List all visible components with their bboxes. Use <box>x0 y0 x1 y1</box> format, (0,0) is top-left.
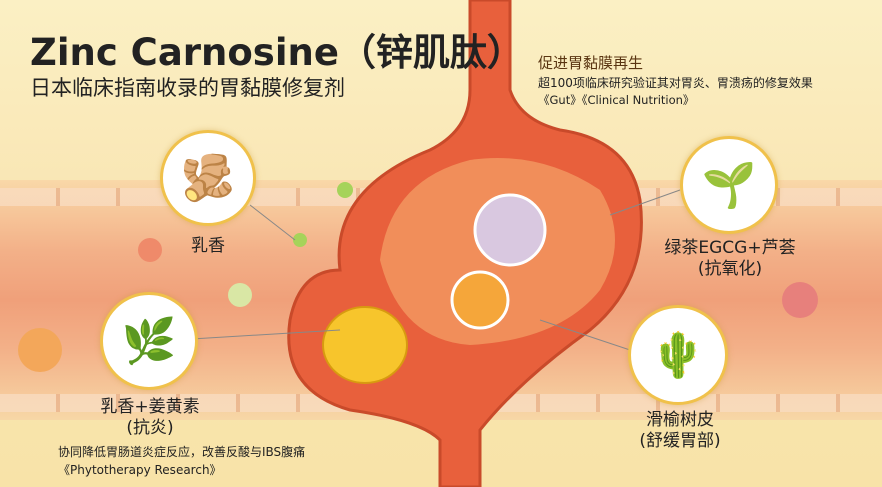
page-title: Zinc Carnosine（锌肌肽） <box>30 31 524 74</box>
aloe-icon: 🌵 <box>628 305 728 405</box>
benefit-refs: 《Gut》《Clinical Nutrition》 <box>538 93 695 107</box>
page-subtitle: 日本临床指南收录的胃黏膜修复剂 <box>30 76 345 100</box>
green-tea-icon: 🌱 <box>680 136 778 234</box>
ingredient-label: 滑榆树皮(舒缓胃部) <box>639 410 721 451</box>
bottom-note: 协同降低胃肠道炎症反应，改善反酸与IBS腹痛《Phytotherapy Rese… <box>58 445 306 477</box>
ginger-icon: 🫚 <box>160 130 256 226</box>
benefit-heading: 促进胃黏膜再生 <box>538 54 644 72</box>
herb-leaves-icon: 🌿 <box>100 292 198 390</box>
ingredient-label: 乳香 <box>191 236 225 256</box>
ingredient-label: 乳香+姜黄素(抗炎) <box>100 397 200 438</box>
fat-cluster <box>322 306 408 384</box>
benefit-text: 超100项临床研究验证其对胃炎、胃溃疡的修复效果 <box>538 76 813 90</box>
ingredient-label: 绿茶EGCG+芦荟(抗氧化) <box>664 238 796 279</box>
cell-illustration <box>473 193 547 267</box>
